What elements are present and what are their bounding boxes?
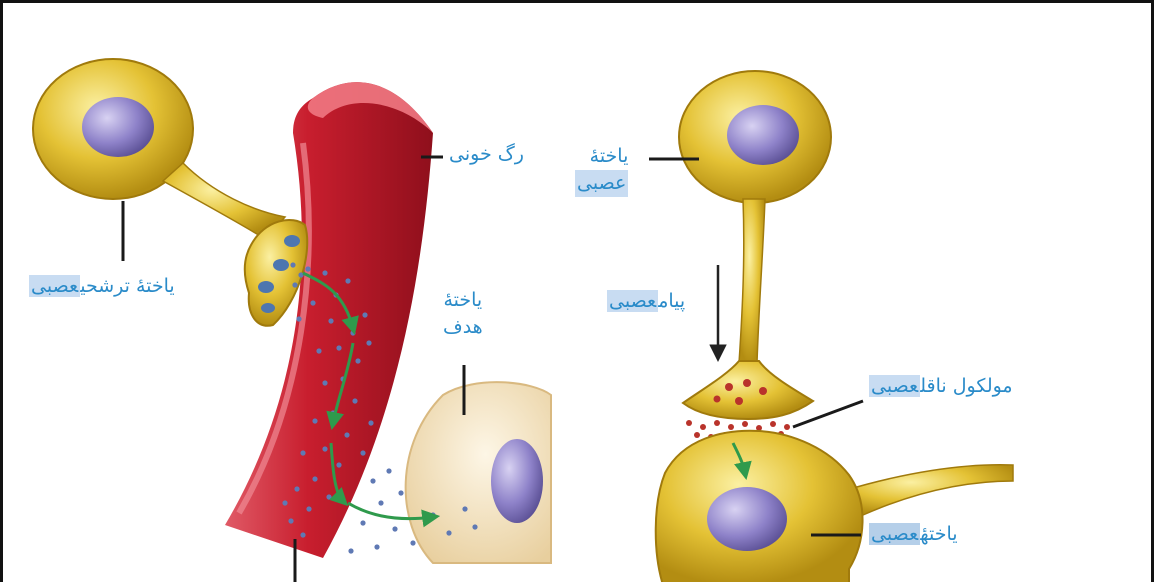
label-neurosecretory-cell-part2: عصبی xyxy=(29,275,80,297)
label-bottom-neuron-part1: یاختهٔ xyxy=(920,523,957,545)
label-neurosecretory-cell-part1: یاختهٔ ترشحی xyxy=(80,275,174,297)
label-bottom-neuron: یاختهٔعصبی xyxy=(869,521,958,548)
label-top-neuron: یاختهٔ عصبی xyxy=(575,143,628,197)
presynaptic-neuron xyxy=(679,71,831,419)
neurosecretory-cell-nucleus xyxy=(82,97,154,157)
axon-terminal xyxy=(683,361,813,419)
label-target-cell-line2: هدف xyxy=(443,314,483,341)
label-neurotransmitter-part1: مولکول ناقل xyxy=(920,375,1012,397)
label-top-neuron-line1: یاختهٔ xyxy=(575,143,628,170)
postsynaptic-neuron xyxy=(656,431,1013,582)
label-target-cell-line1: یاختهٔ xyxy=(443,287,483,314)
label-neurotransmitter: مولکول ناقلعصبی xyxy=(869,373,1013,400)
label-nerve-message: پیامعصبی xyxy=(607,288,685,315)
target-cell-nucleus xyxy=(491,439,543,523)
label-top-neuron-line2: عصبی xyxy=(575,170,628,197)
presynaptic-neuron-nucleus xyxy=(727,105,799,165)
label-nerve-message-part1: پیام xyxy=(658,290,685,312)
target-cell xyxy=(406,382,551,563)
label-neurotransmitter-part2: عصبی xyxy=(869,375,920,397)
label-neurosecretory-cell: یاختهٔ ترشحیعصبی xyxy=(29,273,175,300)
label-target-cell: یاختهٔ هدف xyxy=(443,287,483,341)
postsynaptic-neuron-nucleus xyxy=(707,487,787,551)
label-blood-vessel: رگ خونی xyxy=(449,141,524,168)
diagram-illustration xyxy=(3,3,1151,582)
label-nerve-message-part2: عصبی xyxy=(607,290,658,312)
label-bottom-neuron-part2: عصبی xyxy=(869,523,920,545)
